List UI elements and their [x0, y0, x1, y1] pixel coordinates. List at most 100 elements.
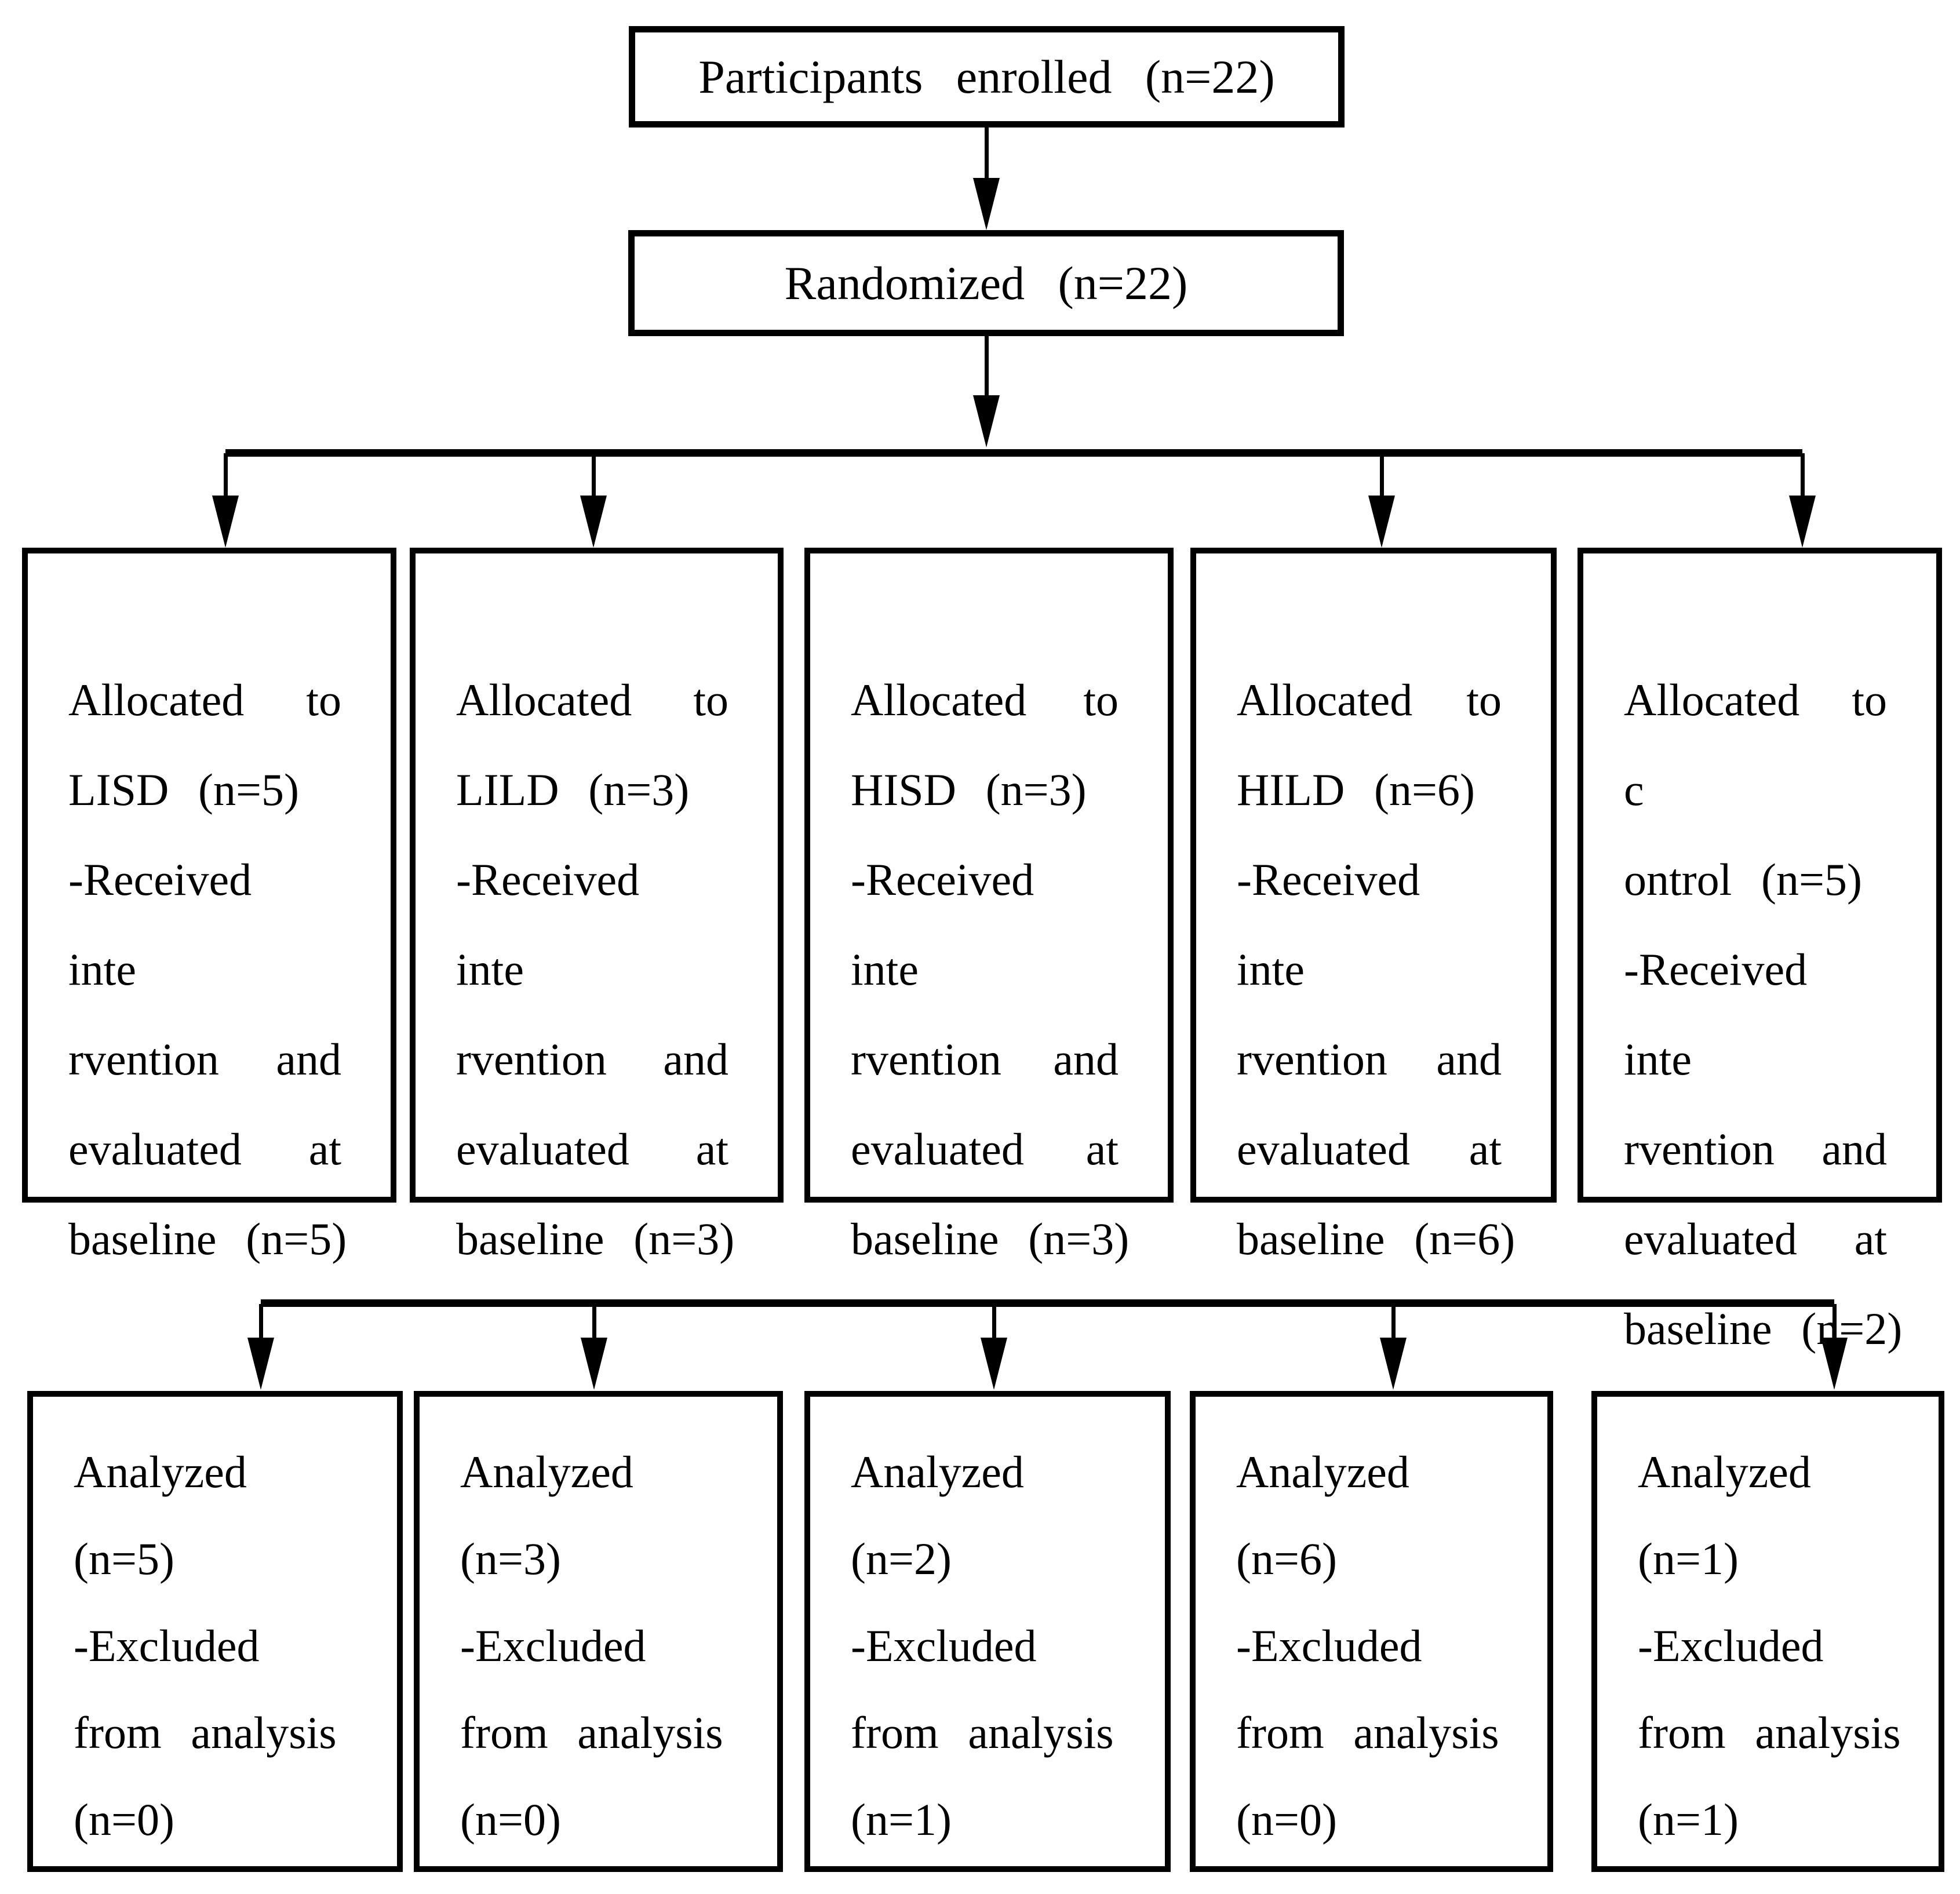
box-text-line: (n=3) — [460, 1534, 561, 1584]
box-text-line: (n=1) — [851, 1794, 952, 1845]
analyzed-lild-box: Analyzed (n=3) -Excluded from analysis (n=0) — [414, 1391, 783, 1872]
box-text-line: evaluated at — [68, 1124, 341, 1174]
arrow-shaft — [984, 336, 989, 396]
box-text-line: rvention and — [456, 1034, 728, 1084]
arrow-head-icon — [581, 1338, 607, 1390]
box-text-line: -Excluded — [1236, 1620, 1422, 1671]
box-text-line: -Received inte — [1624, 944, 1808, 1084]
arrow-head-icon — [973, 178, 1000, 230]
allocated-control-box: Allocated to c ontrol (n=5) -Received inte… — [1578, 548, 1942, 1354]
box-text-line: (n=5) — [74, 1534, 174, 1584]
randomized-box: Randomized (n=22) — [628, 230, 1344, 336]
box-text-line: -Excluded — [1638, 1620, 1824, 1671]
box-text-line: Allocated to — [1237, 675, 1502, 725]
box-text: Analyzed (n=6) -Excluded from analysis (n=0) — [1196, 1397, 1547, 1863]
box-text-line: evaluated at — [1624, 1214, 1887, 1264]
box-text: Allocated to LISD (n=5) -Received inte rven… — [28, 553, 391, 1284]
box-text-line: Analyzed — [1236, 1447, 1409, 1497]
participants-enrolled-box: Participants enrolled (n=22) — [629, 26, 1345, 128]
arrow-shaft — [1800, 453, 1805, 497]
arrow-shaft — [984, 128, 989, 179]
arrow-shaft — [1832, 1304, 1837, 1339]
analyzed-lisd-box: Analyzed (n=5) -Excluded from analysis (n=0) — [27, 1391, 403, 1872]
analyzed-hisd-box: Analyzed (n=2) -Excluded from analysis (n=1) — [804, 1391, 1171, 1872]
box-text-line: -Excluded — [460, 1620, 646, 1671]
arrow-shaft — [1379, 453, 1384, 497]
arrow-head-icon — [1368, 496, 1395, 548]
arrow-shaft — [592, 1304, 596, 1339]
box-text-line: -Excluded — [851, 1620, 1037, 1671]
arrow-shaft — [223, 453, 228, 497]
box-text-line: evaluated at — [851, 1124, 1119, 1174]
box-text-line: from analysis — [1236, 1707, 1499, 1758]
box-text-line: (n=0) — [460, 1794, 561, 1845]
box-text-line: from analysis — [1638, 1707, 1901, 1758]
box-text-line: evaluated at — [456, 1124, 728, 1174]
box-text-line: LISD (n=5) — [68, 764, 299, 815]
box-text-line: -Received inte — [1237, 854, 1420, 995]
box-text-line: Allocated to — [68, 675, 341, 725]
box-text-line: Analyzed — [851, 1447, 1024, 1497]
allocation-branch-line — [225, 449, 1802, 457]
arrow-head-icon — [981, 1338, 1007, 1390]
box-text-line: HISD (n=3) — [851, 764, 1087, 815]
box-text-line: baseline (n=2) — [1624, 1303, 1903, 1354]
box-text-line: baseline (n=3) — [456, 1214, 735, 1264]
box-text: Allocated to c ontrol (n=5) -Received inte… — [1583, 553, 1936, 1374]
box-text: Analyzed (n=3) -Excluded from analysis (n=0) — [420, 1397, 777, 1863]
arrow-shaft — [992, 1304, 996, 1339]
box-text: Allocated to HILD (n=6) -Received inte rven… — [1196, 553, 1551, 1284]
box-text-line: Analyzed — [1638, 1447, 1811, 1497]
arrow-head-icon — [1821, 1338, 1848, 1390]
arrow-head-icon — [247, 1338, 274, 1390]
box-text-line: from analysis — [74, 1707, 337, 1758]
box-text-line: Allocated to — [456, 675, 728, 725]
box-text-line: (n=1) — [1638, 1794, 1739, 1845]
box-text-line: ontrol (n=5) — [1624, 854, 1862, 905]
allocated-lisd-box: Allocated to LISD (n=5) -Received inte rven… — [22, 548, 396, 1264]
box-text-line: -Received inte — [68, 854, 252, 995]
box-text: Analyzed (n=5) -Excluded from analysis (n=0) — [33, 1397, 397, 1863]
arrow-shaft — [1391, 1304, 1396, 1339]
box-text-line: -Excluded — [74, 1620, 260, 1671]
box-text-line: baseline (n=6) — [1237, 1214, 1515, 1264]
box-text-line: baseline (n=5) — [68, 1214, 347, 1264]
box-text-line: baseline (n=3) — [851, 1214, 1130, 1264]
box-text-line: LILD (n=3) — [456, 764, 690, 815]
box-text-line: Analyzed — [74, 1447, 247, 1497]
box-text-line: Analyzed — [460, 1447, 633, 1497]
arrow-shaft — [258, 1304, 263, 1339]
box-text: Analyzed (n=2) -Excluded from analysis (n=1) — [810, 1397, 1165, 1863]
box-text-line: rvention and — [1237, 1034, 1502, 1084]
box-text-line: -Received inte — [851, 854, 1034, 995]
box-text-line: Allocated to — [851, 675, 1119, 725]
box-text-line: (n=0) — [74, 1794, 174, 1845]
participants-enrolled-label: Participants enrolled (n=22) — [698, 50, 1275, 103]
box-text-line: (n=0) — [1236, 1794, 1337, 1845]
box-text-line: rvention and — [1624, 1124, 1887, 1174]
box-text-line: rvention and — [68, 1034, 341, 1084]
analyzed-hild-box: Analyzed (n=6) -Excluded from analysis (n=0) — [1190, 1391, 1553, 1872]
arrow-head-icon — [580, 496, 607, 548]
box-text: Allocated to LILD (n=3) -Received inte rven… — [416, 553, 778, 1284]
box-text-line: from analysis — [851, 1707, 1114, 1758]
box-text-line: from analysis — [460, 1707, 723, 1758]
box-text-line: (n=6) — [1236, 1534, 1337, 1584]
analysis-branch-line — [261, 1299, 1834, 1307]
box-text-line: evaluated at — [1237, 1124, 1502, 1174]
arrow-head-icon — [1380, 1338, 1407, 1390]
arrow-head-icon — [212, 496, 239, 548]
box-text-line: (n=2) — [851, 1534, 952, 1584]
randomized-label: Randomized (n=22) — [784, 256, 1188, 309]
box-text-line: Allocated to c — [1624, 675, 1887, 815]
arrow-head-icon — [973, 395, 1000, 447]
box-text-line: -Received inte — [456, 854, 640, 995]
allocated-hild-box: Allocated to HILD (n=6) -Received inte rven… — [1190, 548, 1557, 1264]
allocated-lild-box: Allocated to LILD (n=3) -Received inte rven… — [410, 548, 784, 1264]
box-text-line: HILD (n=6) — [1237, 764, 1475, 815]
